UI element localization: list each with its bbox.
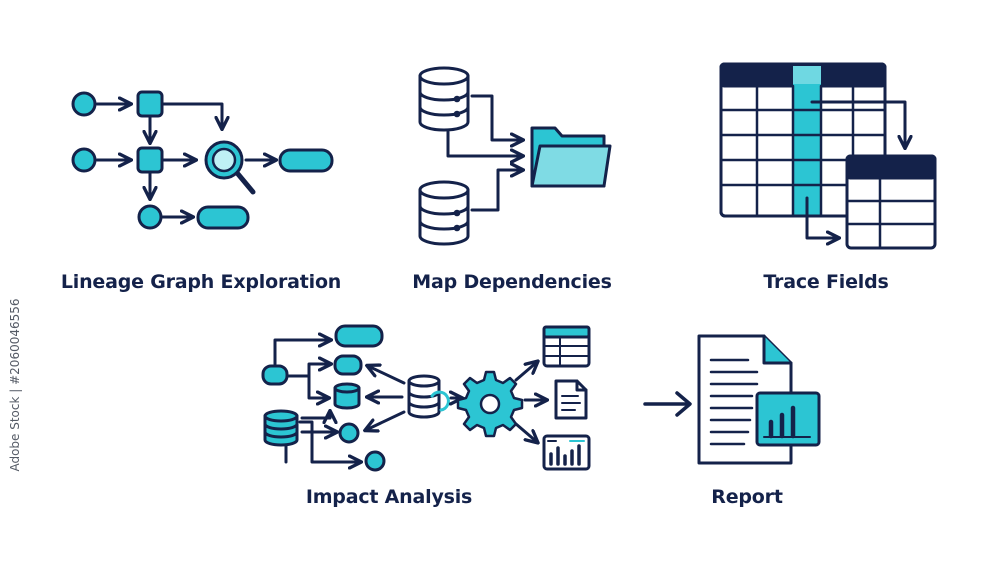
caption-impact-analysis: Impact Analysis (305, 486, 473, 508)
caption-report: Report (711, 486, 783, 508)
stock-watermark: Adobe Stock | #2060046556 (4, 298, 26, 471)
impact-analysis-icon (261, 324, 591, 472)
caption-lineage-graph-exploration: Lineage Graph Exploration (60, 271, 342, 293)
trace-fields-icon (719, 62, 937, 250)
map-dependencies-icon (418, 66, 612, 246)
lineage-graph-icon (71, 90, 334, 230)
caption-map-dependencies: Map Dependencies (412, 271, 612, 293)
watermark-text: Adobe Stock | #2060046556 (8, 298, 22, 472)
report-icon (697, 334, 821, 465)
caption-trace-fields: Trace Fields (763, 271, 889, 293)
flow-arrow (643, 391, 692, 417)
